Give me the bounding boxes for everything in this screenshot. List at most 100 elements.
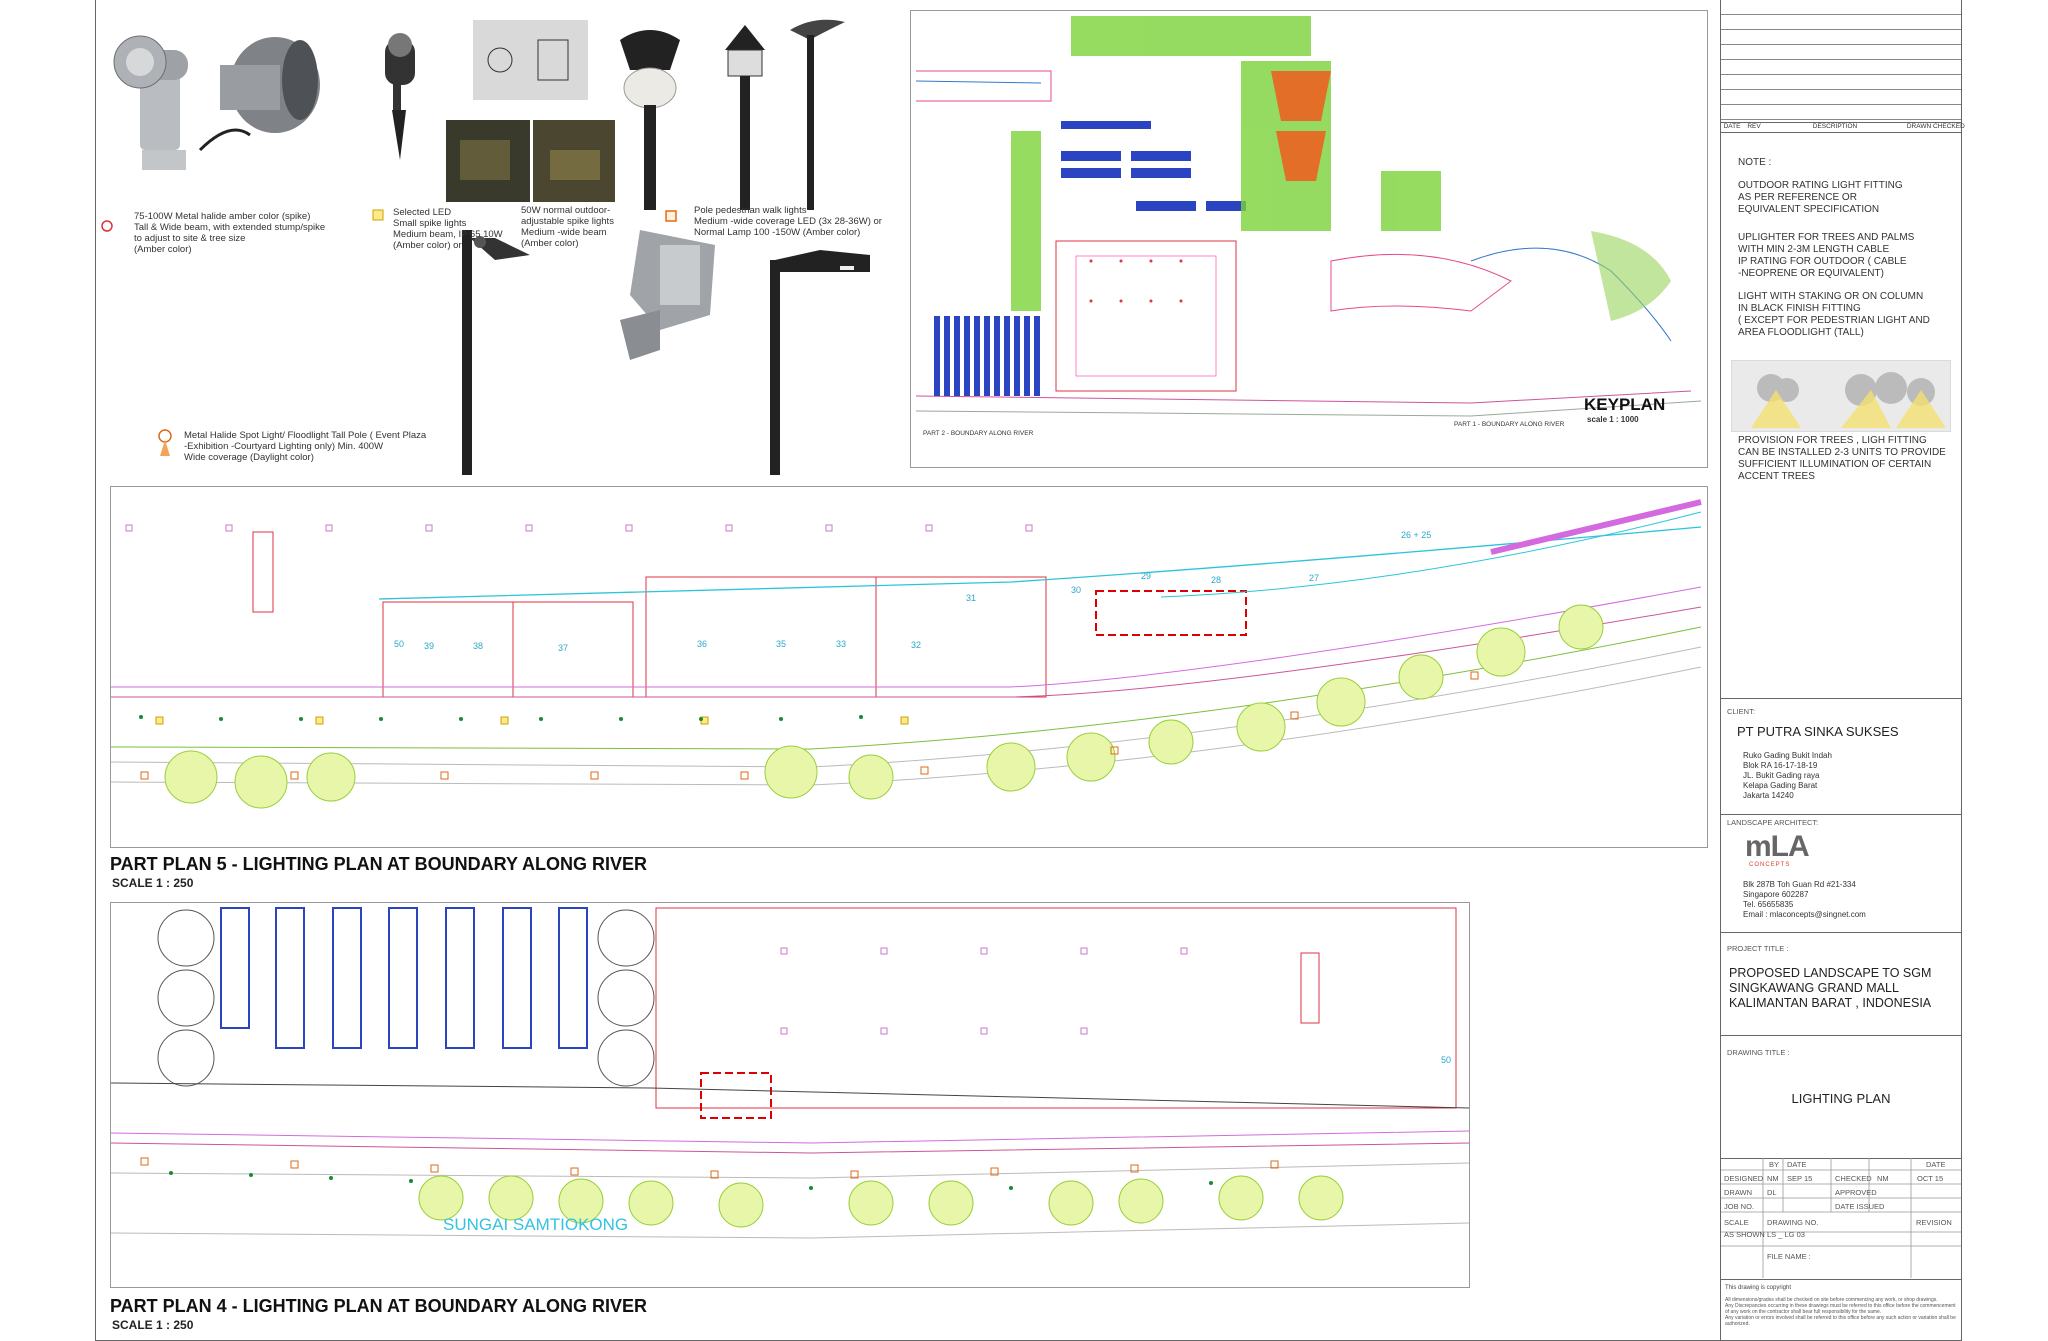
floodlight-head-image [620,230,715,360]
designed-by: NM [1767,1174,1779,1183]
copyright: This drawing is copyright [1725,1285,1792,1291]
unit-label: 29 [1141,571,1152,581]
tree-uplight-diagram [1731,360,1951,432]
note-title: NOTE : [1738,157,1772,168]
divider [1721,932,1961,933]
drawn-label: DRAWN [1724,1188,1753,1197]
architect-label: LANDSCAPE ARCHITECT: [1727,818,1819,827]
drawing-title-label: DRAWING TITLE : [1727,1048,1790,1057]
wide-beam-spotlight-image [198,37,320,152]
plan4-scale: SCALE 1 : 250 [112,1318,194,1332]
revision-table [1721,0,1961,133]
scale-label: SCALE [1724,1218,1749,1227]
caption-floodlight: Metal Halide Spot Light/ Floodlight Tall… [184,430,427,463]
plan5-panel: 50 39 38 37 36 35 33 32 31 30 29 28 27 2… [110,486,1708,848]
keyplan-title: KEYPLAN [1584,395,1666,414]
date-header-2: DATE [1926,1160,1946,1169]
note-1: OUTDOOR RATING LIGHT FITTING AS PER REFE… [1738,180,1903,215]
floodlight-pole-1-image [462,230,530,475]
spike-spotlight-image [113,35,188,170]
rev-header-rev: REV [1747,123,1761,130]
keyplan-part1-label: PART 1 - BOUNDARY ALONG RIVER [1454,421,1565,428]
details-grid-lines [1721,1158,1961,1278]
spike-light-image [385,33,415,160]
unit-label: 50 [1441,1055,1452,1065]
revision-label: REVISION [1916,1218,1952,1227]
river-label: SUNGAI SAMTIOKONG [443,1215,629,1234]
designed-date: SEP 15 [1787,1174,1813,1183]
client-address: Ruko Gading Bukit Indah Blok RA 16-17-18… [1743,751,1832,800]
plan4-drawing [111,907,1469,1239]
keyplan-drawing [915,16,1702,417]
drawing-title: LIGHTING PLAN [1791,1091,1891,1106]
caption-spike-amber: 75-100W Metal halide amber color (spike)… [134,211,326,255]
date-header: DATE [1787,1160,1807,1169]
architect-logo: mLA [1745,830,1810,864]
pole-lamp-symbol-icon [665,210,677,222]
amber-spike-symbol-icon [101,220,113,232]
date-issued-label: DATE ISSUED [1835,1202,1885,1211]
plan4-panel: SUNGAI SAMTIOKONG 50 [110,902,1470,1288]
unit-label: 37 [558,643,569,653]
unit-label: 33 [836,639,847,649]
unit-label: 31 [966,593,977,603]
revision-header: DATE REV DESCRIPTION DRAWN CHECKED [1721,122,1965,135]
drawing-no: LS _ LG 03 [1767,1230,1805,1239]
rev-header-checked: CHECKED [1933,123,1965,130]
drawn-by: DL [1767,1188,1777,1197]
rev-header-description: DESCRIPTION [1812,123,1858,130]
keyplan-panel: PART 2 - BOUNDARY ALONG RIVER PART 1 - B… [910,10,1708,468]
project-title: PROPOSED LANDSCAPE TO SGM SINGKAWANG GRA… [1729,966,1932,1010]
unit-label: 38 [473,641,484,651]
rev-header-date: DATE [1723,123,1741,130]
logo-text: mLA [1745,830,1810,863]
designed-label: DESIGNED [1724,1174,1764,1183]
checked-by: NM [1877,1174,1889,1183]
pole-lamp-1-image [620,30,680,210]
architect-address: Blk 287B Toh Guan Rd #21-334 Singapore 6… [1743,880,1866,919]
file-name-label: FILE NAME : [1767,1252,1811,1261]
keyplan-scale: scale 1 : 1000 [1587,415,1639,424]
unit-label: 27 [1309,573,1320,583]
job-no-label: JOB NO. [1724,1202,1755,1211]
caption-selected-led: Selected LED Small spike lights Medium b… [393,207,503,251]
divider [1721,1035,1961,1036]
plan4-title: PART PLAN 4 - LIGHTING PLAN AT BOUNDARY … [110,1296,648,1316]
unit-label: 35 [776,639,787,649]
unit-label: 26 + 25 [1401,530,1432,540]
keyplan-part2-label: PART 2 - BOUNDARY ALONG RIVER [923,430,1034,437]
note-3: LIGHT WITH STAKING OR ON COLUMN IN BLACK… [1738,291,1930,338]
caption-pole-pedestrian: Pole pedestrian walk lights Medium -wide… [694,205,882,238]
led-spike-symbol-icon [372,209,384,221]
checked-label: CHECKED [1835,1174,1872,1183]
note-2: UPLIGHTER FOR TREES AND PALMS WITH MIN 2… [1738,232,1915,279]
divider [1721,814,1961,815]
note-4: PROVISION FOR TREES , LIGH FITTING CAN B… [1738,435,1946,482]
disclaimer: All dimensions/grades shall be checked o… [1725,1297,1956,1327]
pole-lamp-3-image [790,19,845,210]
unit-label: 50 [394,639,405,649]
by-header: BY [1769,1160,1780,1169]
unit-label: 28 [1211,575,1222,585]
plan5-drawing [111,499,1702,809]
divider [1721,698,1961,699]
approved-label: APPROVED [1835,1188,1877,1197]
plan5-scale: SCALE 1 : 250 [112,876,194,890]
unit-label: 30 [1071,585,1082,595]
unit-label: 39 [424,641,435,651]
pole-lamp-2-image [725,25,765,210]
fixture-images [113,19,870,475]
title-block: DATE REV DESCRIPTION DRAWN CHECKED NOTE … [1720,0,1965,1340]
fixture-sketch [473,20,588,100]
unit-label: 36 [697,639,708,649]
unit-label: 32 [911,640,922,650]
details-grid [1721,1158,1961,1280]
caption-outdoor-spike: 50W normal outdoor- adjustable spike lig… [521,205,614,249]
client-name: PT PUTRA SINKA SUKSES [1737,724,1899,739]
floodlight-symbol-icon [158,429,172,456]
project-label: PROJECT TITLE : [1727,944,1789,953]
plan5-title: PART PLAN 5 - LIGHTING PLAN AT BOUNDARY … [110,854,648,874]
scale-value: AS SHOWN [1724,1230,1765,1239]
floodlight-pole-2-image [770,250,870,475]
checked-date: OCT 15 [1917,1174,1944,1183]
